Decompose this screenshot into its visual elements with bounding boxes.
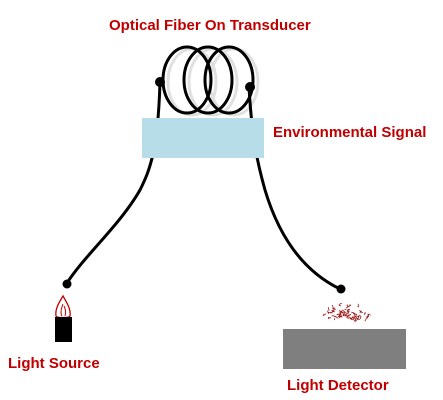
detector-block	[283, 329, 406, 369]
light-burst-scribble	[322, 302, 371, 323]
transducer-block	[142, 118, 264, 158]
flame-inner	[60, 303, 67, 317]
coil-end-left	[155, 77, 165, 87]
candle-body	[55, 317, 72, 342]
light-burst-icon	[322, 302, 371, 323]
light-detector-label: Light Detector	[287, 377, 389, 394]
light-source-icon	[55, 294, 72, 342]
fiber-left	[65, 81, 162, 284]
coil-end-right	[245, 82, 255, 92]
fiber-tip-source	[62, 279, 72, 289]
fiber-tip-detector	[336, 284, 346, 294]
fiber-right	[247, 86, 341, 291]
light-source-label: Light Source	[8, 355, 100, 372]
flame-icon	[55, 294, 71, 319]
diagram-title: Optical Fiber On Transducer	[109, 17, 311, 34]
environmental-signal-label: Environmental Signal	[273, 124, 427, 141]
